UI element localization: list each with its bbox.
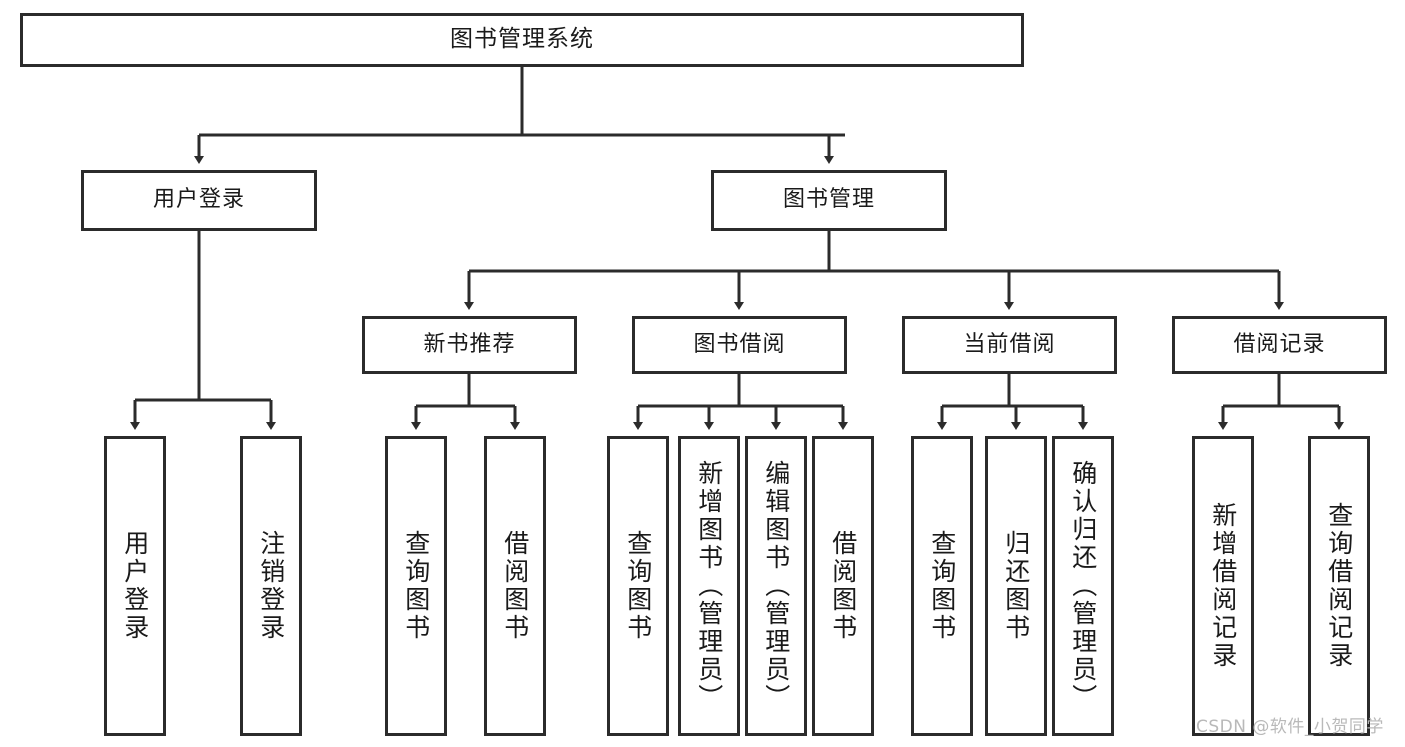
node-leaf-edit-book-admin[interactable]: 编辑图书（管理员）: [745, 436, 807, 736]
node-root-label: 图书管理系统: [450, 26, 594, 53]
node-leaf-borrow-book-label: 借阅图书: [828, 530, 858, 642]
node-new-book-recommend-label: 新书推荐: [423, 331, 516, 357]
node-leaf-confirm-return-admin-label: 确认归还（管理员）: [1068, 460, 1098, 712]
node-leaf-add-book-admin-label: 新增图书（管理员）: [694, 460, 724, 712]
node-current-borrow-label: 当前借阅: [963, 331, 1056, 357]
node-leaf-query-book-recommend[interactable]: 查询图书: [385, 436, 447, 736]
node-leaf-query-borrow-record[interactable]: 查询借阅记录: [1308, 436, 1370, 736]
node-leaf-add-borrow-record[interactable]: 新增借阅记录: [1192, 436, 1254, 736]
node-leaf-user-login[interactable]: 用户登录: [104, 436, 166, 736]
node-current-borrow[interactable]: 当前借阅: [902, 316, 1117, 374]
node-book-management[interactable]: 图书管理: [711, 170, 947, 231]
node-root[interactable]: 图书管理系统: [20, 13, 1024, 67]
node-leaf-add-book-admin[interactable]: 新增图书（管理员）: [678, 436, 740, 736]
node-book-borrow[interactable]: 图书借阅: [632, 316, 847, 374]
node-book-management-label: 图书管理: [782, 187, 875, 213]
node-book-borrow-label: 图书借阅: [693, 331, 786, 357]
node-new-book-recommend[interactable]: 新书推荐: [362, 316, 577, 374]
node-leaf-borrow-book[interactable]: 借阅图书: [812, 436, 874, 736]
node-leaf-query-book-current[interactable]: 查询图书: [911, 436, 973, 736]
node-leaf-query-book-current-label: 查询图书: [927, 530, 957, 642]
node-user-login[interactable]: 用户登录: [81, 170, 317, 231]
node-leaf-query-book-borrow-label: 查询图书: [623, 530, 653, 642]
node-user-login-label: 用户登录: [152, 187, 245, 213]
node-leaf-query-book-recommend-label: 查询图书: [401, 530, 431, 642]
node-leaf-return-book[interactable]: 归还图书: [985, 436, 1047, 736]
csdn-watermark: CSDN @软件_小贺同学: [1196, 717, 1384, 737]
node-leaf-query-book-borrow[interactable]: 查询图书: [607, 436, 669, 736]
node-leaf-return-book-label: 归还图书: [1001, 530, 1031, 642]
node-leaf-borrow-book-recommend[interactable]: 借阅图书: [484, 436, 546, 736]
node-borrow-record[interactable]: 借阅记录: [1172, 316, 1387, 374]
node-leaf-borrow-book-recommend-label: 借阅图书: [500, 530, 530, 642]
node-borrow-record-label: 借阅记录: [1233, 331, 1326, 357]
node-leaf-logout-label: 注销登录: [256, 530, 286, 642]
node-leaf-user-login-label: 用户登录: [120, 530, 150, 642]
node-leaf-confirm-return-admin[interactable]: 确认归还（管理员）: [1052, 436, 1114, 736]
node-leaf-add-borrow-record-label: 新增借阅记录: [1208, 502, 1238, 670]
node-leaf-logout[interactable]: 注销登录: [240, 436, 302, 736]
node-leaf-edit-book-admin-label: 编辑图书（管理员）: [761, 460, 791, 712]
node-leaf-query-borrow-record-label: 查询借阅记录: [1324, 502, 1354, 670]
